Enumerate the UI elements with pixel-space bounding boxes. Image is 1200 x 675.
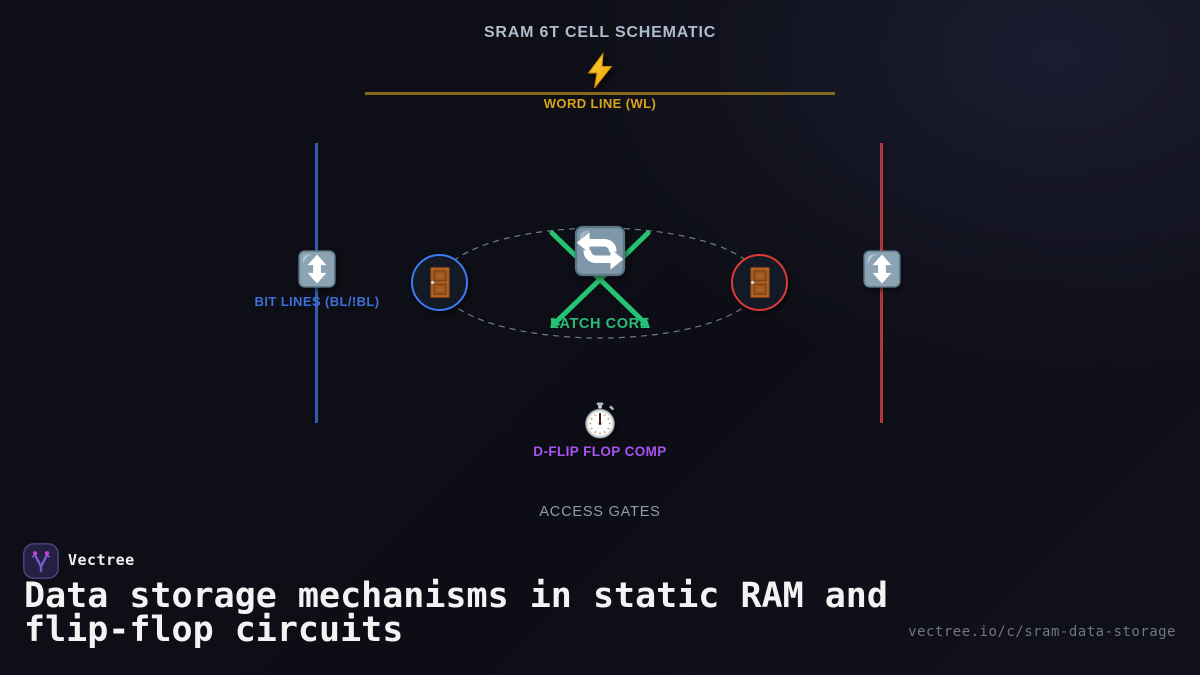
up-down-arrow-icon — [297, 249, 337, 289]
page-url: vectree.io/c/sram-data-storage — [908, 624, 1176, 640]
latch-core-label: LATCH CORE — [550, 316, 650, 332]
d-flip-flop-label: D-FLIP FLOP COMP — [533, 444, 667, 459]
vectree-logo — [23, 543, 59, 579]
arrowhead — [639, 317, 650, 328]
brand-name: Vectree — [68, 551, 135, 569]
page-title: Data storage mechanisms in static RAM an… — [24, 576, 888, 650]
diagram-title: SRAM 6T CELL SCHEMATIC — [483, 24, 717, 41]
bit-lines-label: BIT LINES (BL/!BL) — [254, 294, 380, 309]
counterclockwise-arrows-icon — [573, 224, 627, 278]
vectree-logo-icon — [23, 543, 59, 579]
access-gate-left — [411, 254, 468, 311]
up-down-arrow-icon — [862, 249, 902, 289]
arrowhead — [550, 317, 561, 328]
word-line-label: WORD LINE (WL) — [543, 96, 657, 111]
access-gates-label: ACCESS GATES — [539, 504, 661, 520]
word-line-wire — [365, 92, 835, 95]
access-gate-right — [731, 254, 788, 311]
stopwatch-icon — [581, 402, 619, 440]
door-icon — [749, 267, 770, 298]
cross-coupled-arrows — [549, 230, 651, 325]
door-icon — [429, 267, 450, 298]
lightning-bolt-icon — [582, 52, 618, 90]
